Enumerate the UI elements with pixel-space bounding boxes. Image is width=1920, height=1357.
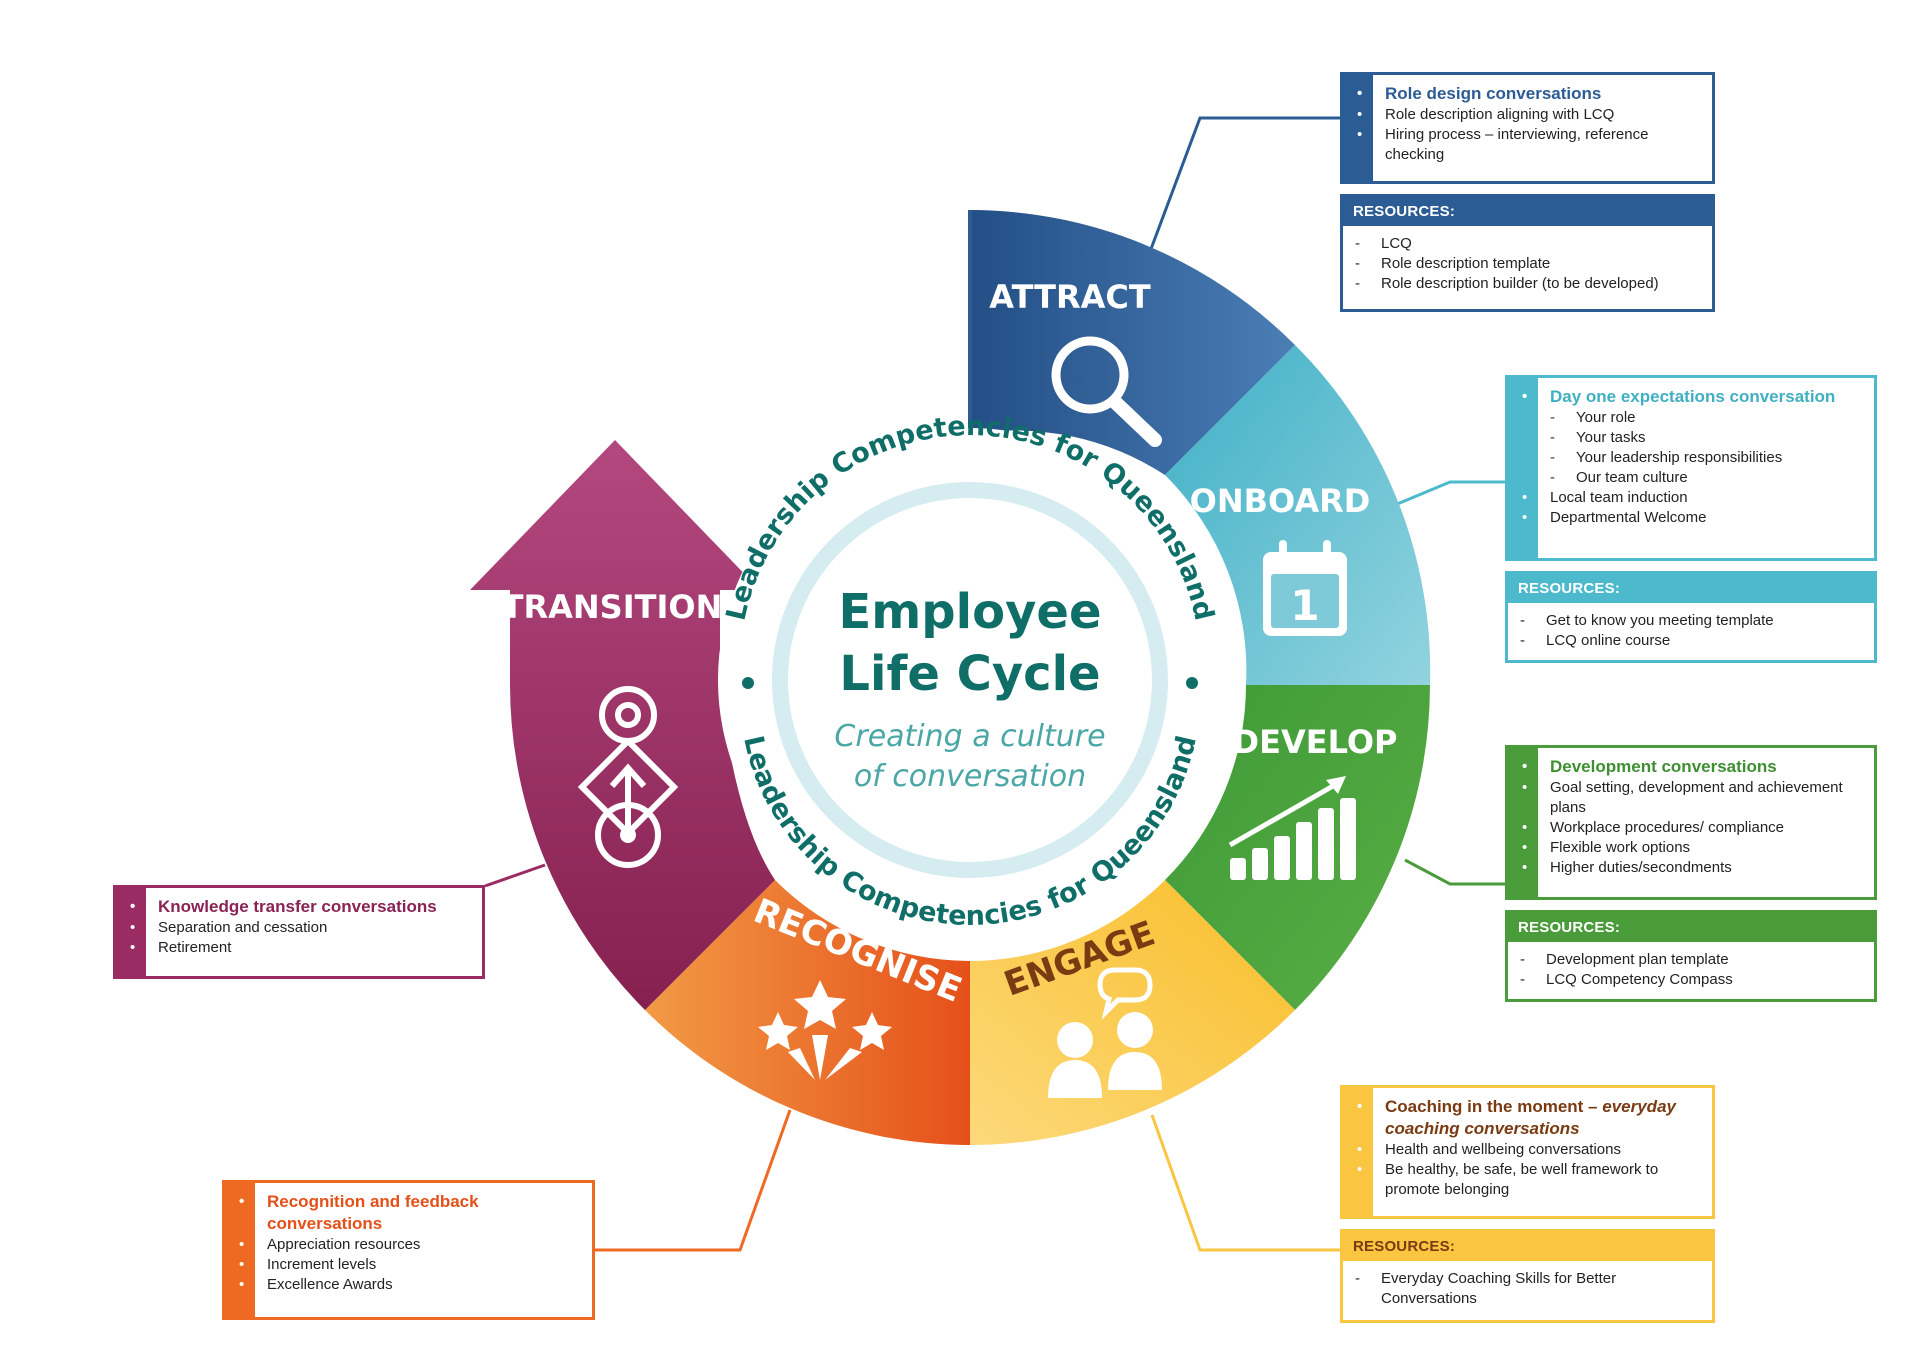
magnifier-icon xyxy=(1051,336,1162,447)
develop-label: DEVELOP xyxy=(1233,723,1398,761)
onboard-segment xyxy=(1165,345,1431,685)
onboard-resource: LCQ online course xyxy=(1520,631,1862,651)
attract-item: Role description aligning with LCQ xyxy=(1357,105,1700,125)
transition-connector xyxy=(484,863,546,888)
engage-heading: Coaching in the moment – everyday coachi… xyxy=(1357,1096,1700,1140)
onboard-resources-box: RESOURCES: Get to know you meeting templ… xyxy=(1505,571,1877,663)
engage-heading-italic: everyday coaching conversations xyxy=(1385,1097,1676,1138)
transition-heading: Knowledge transfer conversations xyxy=(130,896,470,918)
center-subtitle-line1: Creating a culture xyxy=(834,719,1105,754)
transition-arrow-icon xyxy=(577,686,679,868)
develop-item: Flexible work options xyxy=(1522,838,1862,858)
attract-resource: Role description template xyxy=(1355,254,1700,274)
onboard-resources-title: RESOURCES: xyxy=(1508,574,1874,603)
onboard-sub-item: Your role xyxy=(1550,408,1862,428)
center-title-line2: Life Cycle xyxy=(839,646,1100,702)
engage-resource: Everyday Coaching Skills for Better Conv… xyxy=(1355,1269,1700,1309)
engage-connector xyxy=(1150,1114,1340,1252)
onboard-item: Local team induction xyxy=(1522,488,1862,508)
attract-info-box: Role design conversations Role descripti… xyxy=(1340,72,1715,184)
onboard-heading: Day one expectations conversation xyxy=(1522,386,1862,408)
growth-chart-icon xyxy=(1228,776,1356,880)
attract-item: Hiring process – interviewing, reference… xyxy=(1357,125,1700,165)
engage-item: Be healthy, be safe, be well framework t… xyxy=(1357,1160,1700,1200)
transition-item: Retirement xyxy=(130,938,470,958)
ring-dot-left xyxy=(742,677,754,689)
onboard-box-strip xyxy=(1508,378,1538,558)
onboard-resource: Get to know you meeting template xyxy=(1520,611,1862,631)
develop-connector xyxy=(1404,858,1505,886)
attract-resource: Role description builder (to be develope… xyxy=(1355,274,1700,294)
engage-info-box: Coaching in the moment – everyday coachi… xyxy=(1340,1085,1715,1219)
develop-resources-title: RESOURCES: xyxy=(1508,913,1874,942)
center-subtitle-line2: of conversation xyxy=(854,759,1086,794)
onboard-connector xyxy=(1394,480,1505,507)
engage-item: Health and wellbeing conversations xyxy=(1357,1140,1700,1160)
transition-item: Separation and cessation xyxy=(130,918,470,938)
recognise-item: Excellence Awards xyxy=(239,1275,580,1295)
develop-item: Higher duties/secondments xyxy=(1522,858,1862,878)
recognise-info-box: Recognition and feedback conversations A… xyxy=(222,1180,595,1320)
onboard-sub-item: Our team culture xyxy=(1550,468,1862,488)
calendar-icon: 1 xyxy=(1263,540,1347,636)
onboard-sub-item: Your tasks xyxy=(1550,428,1862,448)
attract-label: ATTRACT xyxy=(989,278,1151,316)
center-outline xyxy=(772,482,1168,878)
engage-resources-box: RESOURCES: Everyday Coaching Skills for … xyxy=(1340,1229,1715,1323)
transition-label: TRANSITION xyxy=(502,588,723,626)
recognise-heading: Recognition and feedback conversations xyxy=(239,1191,580,1235)
ring-dot-right xyxy=(1186,677,1198,689)
attract-resource: LCQ xyxy=(1355,234,1700,254)
engage-heading-main: Coaching in the moment – xyxy=(1385,1097,1603,1116)
onboard-sub-item: Your leadership responsibilities xyxy=(1550,448,1862,468)
center-title-line1: Employee xyxy=(839,584,1102,640)
develop-heading: Development conversations xyxy=(1522,756,1862,778)
attract-resources-title: RESOURCES: xyxy=(1343,197,1712,226)
stars-icon xyxy=(758,980,892,1080)
develop-resources-box: RESOURCES: Development plan template LCQ… xyxy=(1505,910,1877,1002)
develop-item: Goal setting, development and achievemen… xyxy=(1522,778,1862,818)
recognise-item: Increment levels xyxy=(239,1255,580,1275)
develop-info-box: Development conversations Goal setting, … xyxy=(1505,745,1877,900)
develop-resource: LCQ Competency Compass xyxy=(1520,970,1862,990)
recognise-segment xyxy=(645,880,970,1145)
onboard-item: Departmental Welcome xyxy=(1522,508,1862,528)
attract-connector xyxy=(1143,116,1340,266)
attract-segment xyxy=(970,210,1295,475)
recognise-connector xyxy=(595,1109,792,1252)
attract-resources-box: RESOURCES: LCQ Role description template… xyxy=(1340,194,1715,312)
develop-resource: Development plan template xyxy=(1520,950,1862,970)
onboard-label: ONBOARD xyxy=(1190,482,1371,520)
people-chat-icon xyxy=(1048,967,1162,1098)
transition-info-box: Knowledge transfer conversations Separat… xyxy=(113,885,485,979)
recognise-item: Appreciation resources xyxy=(239,1235,580,1255)
onboard-info-box: Day one expectations conversation Your r… xyxy=(1505,375,1877,561)
develop-item: Workplace procedures/ compliance xyxy=(1522,818,1862,838)
engage-resources-title: RESOURCES: xyxy=(1343,1232,1712,1261)
calendar-day: 1 xyxy=(1290,581,1319,630)
attract-heading: Role design conversations xyxy=(1357,83,1700,105)
